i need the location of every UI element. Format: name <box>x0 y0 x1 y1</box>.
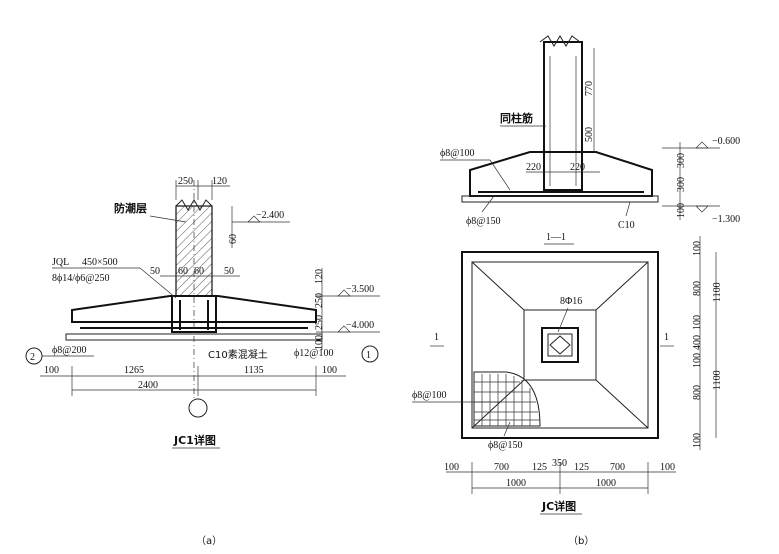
axis-bubble-center <box>188 398 208 418</box>
right-rebar-label: ϕ12@100 <box>294 348 333 359</box>
drawing-b-plan: 8Φ16 ϕ8@100 ϕ8@150 1 1 100 800 <box>412 236 723 547</box>
plan-dim-b-700a: 700 <box>494 462 509 473</box>
drawing-a-title: JC1详图 <box>173 433 216 447</box>
axis-2-label: 2 <box>30 352 35 363</box>
plan-dim-b-700b: 700 <box>610 462 625 473</box>
elev-minus-3500: −3.500 <box>346 284 374 295</box>
plan-dim-b-125b: 125 <box>574 462 589 473</box>
dim-500: 500 <box>584 127 595 142</box>
beam-size: 450×500 <box>82 257 118 268</box>
axis-bubble-1 <box>361 345 379 363</box>
plan-column <box>541 327 579 363</box>
b-right-dim-300a: 300 <box>676 153 687 168</box>
right-dim-250a: 250 <box>314 293 325 308</box>
elev-minus-0600: −0.600 <box>712 136 740 147</box>
plan-pedestal <box>523 309 597 381</box>
bottom-dim-100-left: 100 <box>44 365 59 376</box>
drawing-a: 250 120 防潮层 −2.400 60 JQL 450×500 8ϕ14/ϕ… <box>25 176 380 547</box>
plan-dim-b-125a: 125 <box>532 462 547 473</box>
plan-total-b-1000b: 1000 <box>596 478 616 489</box>
plan-outer <box>461 251 659 439</box>
plan-dim-r-800a: 800 <box>692 281 703 296</box>
plan-total-r-1100a: 1100 <box>712 282 723 302</box>
column-rebar-label: 8Φ16 <box>560 296 582 307</box>
dim-60-a: 60 <box>228 234 239 244</box>
concrete-label-b: C10 <box>618 220 635 231</box>
plan-rebar-100: ϕ8@100 <box>412 390 446 401</box>
dim-50-right: 50 <box>224 266 234 277</box>
elev-minus-2400: −2.400 <box>256 210 284 221</box>
drawing-b-title: JC详图 <box>541 499 576 513</box>
concrete-label-a: C10素混凝土 <box>208 348 268 361</box>
b-right-dim-100: 100 <box>676 203 687 218</box>
section-mark-right: 1 <box>664 332 669 343</box>
plan-dim-r-400: 400 <box>692 335 703 350</box>
rebar-top-b: ϕ8@100 <box>440 148 474 159</box>
beam-rebar: 8ϕ14/ϕ6@250 <box>52 273 110 284</box>
right-dim-100: 100 <box>314 335 325 350</box>
dim-60-left: 60 <box>178 266 188 277</box>
top-dim-120: 120 <box>212 176 227 187</box>
drawing-b-section: 770 500 同柱筋 −0.600 300 300 100 −1.300 ϕ8… <box>440 35 740 245</box>
plan-dim-r-800b: 800 <box>692 385 703 400</box>
same-as-column-label: 同柱筋 <box>500 111 533 125</box>
bottom-dim-100-right: 100 <box>322 365 337 376</box>
top-dim-250: 250 <box>178 176 193 187</box>
plan-rebar-150: ϕ8@150 <box>488 440 522 451</box>
rebar-mesh <box>473 371 541 427</box>
elev-minus-1300: −1.300 <box>712 214 740 225</box>
plan-total-r-1100b: 1100 <box>712 370 723 390</box>
plan-dim-r-100d: 100 <box>692 433 703 448</box>
rebar-bottom-b: ϕ8@150 <box>466 216 500 227</box>
elev-minus-4000: −4.000 <box>346 320 374 331</box>
plan-dim-b-100a: 100 <box>444 462 459 473</box>
plan-dim-b-100b: 100 <box>660 462 675 473</box>
total-dim-2400: 2400 <box>138 380 158 391</box>
footing-outline-a <box>71 295 317 323</box>
beam-label: JQL <box>52 257 69 268</box>
caption-a: （a） <box>196 535 222 547</box>
plan-dim-b-350: 350 <box>552 458 567 469</box>
axis-1-label: 1 <box>366 350 371 361</box>
b-right-dim-300b: 300 <box>676 177 687 192</box>
dim-50-left: 50 <box>150 266 160 277</box>
section-mark-left: 1 <box>434 332 439 343</box>
bottom-dim-1265: 1265 <box>124 365 144 376</box>
concrete-bed-b <box>461 195 659 203</box>
plan-total-b-1000a: 1000 <box>506 478 526 489</box>
dim-220-left: 220 <box>526 162 541 173</box>
plan-dim-r-100c: 100 <box>692 353 703 368</box>
section-1-1-label: 1—1 <box>546 232 566 243</box>
plan-inner <box>471 261 649 429</box>
moisture-layer-label: 防潮层 <box>114 201 147 215</box>
right-dim-250b: 250 <box>314 315 325 330</box>
dim-60-right: 60 <box>194 266 204 277</box>
right-dim-120: 120 <box>314 269 325 284</box>
bottom-dim-1135: 1135 <box>244 365 264 376</box>
column-b <box>543 41 583 191</box>
dim-770: 770 <box>584 81 595 96</box>
plan-dim-r-100a: 100 <box>692 241 703 256</box>
left-rebar-label: ϕ8@200 <box>52 345 86 356</box>
caption-b: （b） <box>568 535 594 547</box>
dim-220-right: 220 <box>570 162 585 173</box>
plan-dim-r-100b: 100 <box>692 315 703 330</box>
